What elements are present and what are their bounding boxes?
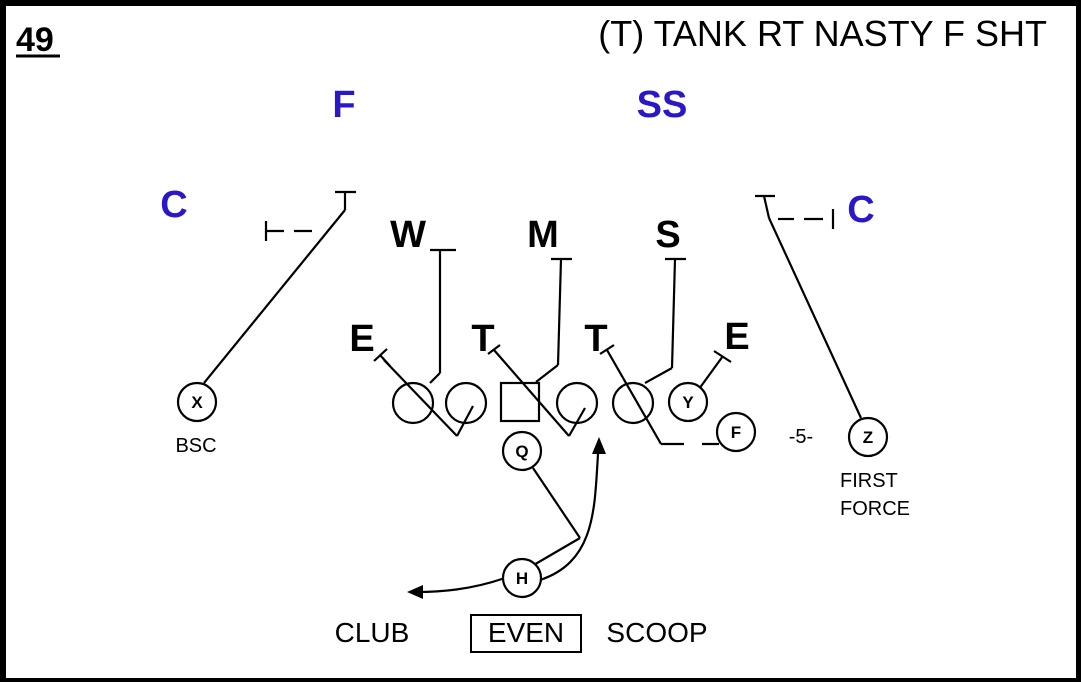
play-name: (T) TANK RT NASTY F SHT bbox=[598, 13, 1047, 54]
x-receiver-label: X bbox=[191, 393, 203, 412]
left-guard-icon bbox=[444, 381, 488, 425]
fullback-icon bbox=[715, 411, 757, 453]
tight-end-block-path bbox=[698, 350, 732, 390]
will-linebacker-label: W bbox=[390, 214, 426, 256]
right-tackle-label: T bbox=[584, 318, 607, 360]
right-tackle-block-path bbox=[599, 344, 719, 446]
mike-linebacker-label: M bbox=[527, 214, 559, 256]
pitch-path bbox=[415, 576, 506, 594]
quarterback-icon bbox=[501, 430, 543, 472]
x-assignment-label: BSC bbox=[175, 435, 216, 457]
left-tackle-label: T bbox=[471, 318, 494, 360]
halfback-label: H bbox=[516, 569, 528, 588]
left-corner-dashed-block bbox=[264, 221, 312, 241]
sam-linebacker-label: S bbox=[655, 214, 680, 256]
tight-end-icon bbox=[667, 381, 709, 423]
x-receiver-icon bbox=[176, 381, 218, 423]
tight-end-label: Y bbox=[682, 393, 694, 412]
center-block-path bbox=[487, 257, 586, 437]
right-tackle-icon bbox=[611, 381, 655, 425]
center-icon bbox=[499, 381, 541, 423]
z-receiver-icon bbox=[847, 416, 889, 458]
halfback-icon bbox=[501, 557, 543, 599]
strong-safety-label: SS bbox=[637, 84, 688, 126]
left-guard-block-path bbox=[429, 248, 456, 384]
left-end-label: E bbox=[349, 318, 374, 360]
z-assignment-line1: FIRST bbox=[840, 470, 898, 492]
scoop-label: SCOOP bbox=[606, 617, 707, 648]
club-label: CLUB bbox=[335, 617, 410, 648]
right-corner-label: C bbox=[847, 189, 874, 231]
halfback-run-path bbox=[539, 439, 601, 582]
fullback-label: F bbox=[731, 423, 741, 442]
z-assignment-line2: FORCE bbox=[840, 498, 910, 520]
x-receiver-route bbox=[203, 190, 356, 384]
left-tackle-icon bbox=[391, 381, 435, 425]
right-end-label: E bbox=[724, 316, 749, 358]
quarterback-label: Q bbox=[515, 442, 528, 461]
even-label: EVEN bbox=[488, 617, 564, 648]
right-guard-icon bbox=[555, 381, 599, 425]
right-corner-dashed-block bbox=[778, 209, 835, 229]
z-receiver-route bbox=[755, 194, 862, 419]
pitch-arrow-icon bbox=[407, 585, 423, 599]
qb-halfback-mesh-path bbox=[531, 467, 581, 567]
free-safety-label: F bbox=[332, 84, 355, 126]
run-arrow-icon bbox=[592, 437, 606, 454]
right-guard-block-path bbox=[644, 257, 686, 384]
left-tackle-block-path bbox=[373, 348, 474, 437]
play-number: 49 bbox=[16, 21, 54, 59]
z-receiver-label: Z bbox=[863, 428, 873, 447]
left-corner-label: C bbox=[160, 184, 187, 226]
even-box bbox=[470, 614, 582, 653]
z-split-label: -5- bbox=[789, 426, 813, 448]
